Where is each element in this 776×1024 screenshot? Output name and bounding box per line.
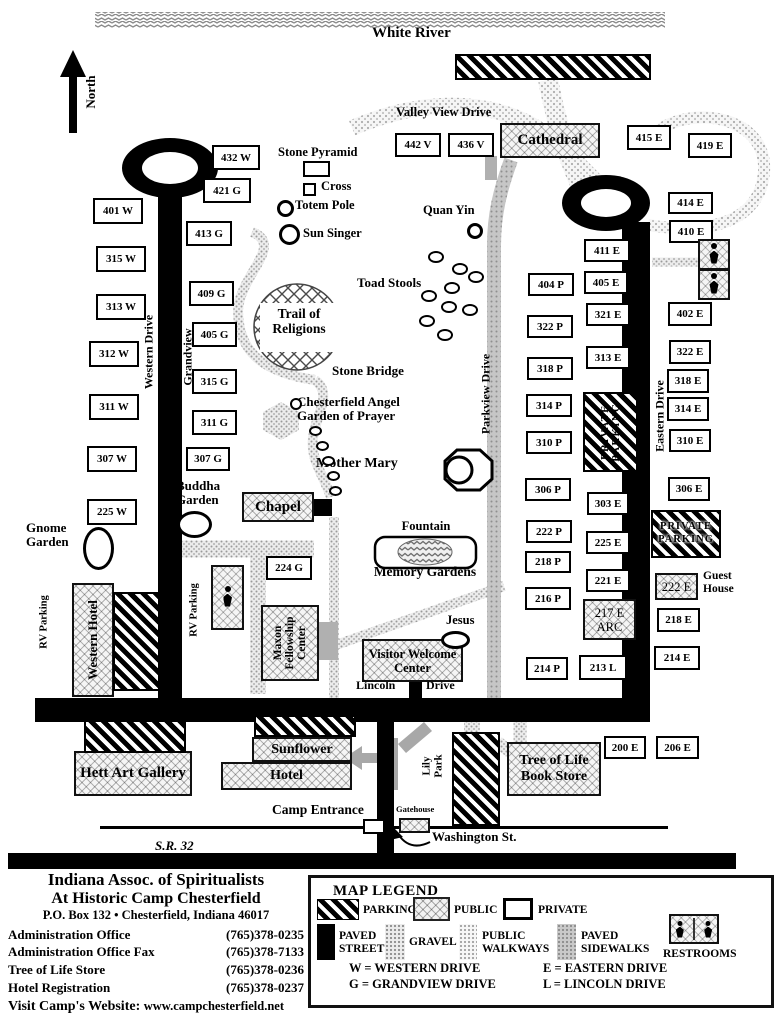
org-subtitle: At Historic Camp Chesterfield (51, 889, 261, 907)
legend-private-label: PRIVATE (538, 904, 588, 916)
contact-row: Administration Office (765)378-0235 (8, 926, 304, 944)
gravel-swatch (385, 924, 405, 960)
org-name: Indiana Assoc. of Spiritualists (47, 870, 265, 889)
legend-title: MAP LEGEND (333, 883, 439, 899)
contact-phone: (765)378-0235 (226, 926, 304, 942)
public-swatch (413, 897, 450, 921)
legend-restrooms-label: RESTROOMS (663, 948, 737, 960)
org-address: P.O. Box 132 • Chesterfield, Indiana 460… (42, 907, 270, 922)
north-arrow-icon (60, 50, 86, 133)
contact-row: Administration Office Fax (765)378-7133 (8, 943, 304, 961)
western-drive-road (158, 188, 182, 710)
contact-label: Tree of Life Store (8, 962, 106, 978)
legend-public-walkways-label: PUBLIC WALKWAYS (482, 930, 550, 955)
private-swatch (503, 898, 533, 920)
legend-paved-streets-label: PAVED STREETS (339, 930, 391, 955)
contact-row: Hotel Registration (765)378-0237 (8, 979, 304, 997)
website-url: www.campchesterfield.net (143, 999, 284, 1014)
garden-of-prayer-hexagon (263, 402, 299, 440)
cathedral-walk-stub (485, 156, 497, 180)
website-label: Visit Camp's Website: (8, 999, 141, 1015)
contact-phone: (765)378-0237 (226, 979, 304, 995)
white-river-band (95, 12, 665, 28)
paved-streets-swatch (317, 924, 335, 960)
maxon-walk-block (318, 622, 338, 660)
paved-streets (8, 188, 736, 869)
restrooms-swatch (669, 914, 719, 944)
entrance-road (377, 714, 394, 862)
legend-western-drive: W = WESTERN DRIVE (349, 961, 481, 975)
trail-of-religions (253, 283, 358, 371)
lincoln-drive-road (35, 698, 650, 722)
contact-label: Hotel Registration (8, 979, 111, 995)
contact-row: Tree of Life Store (765)378-0236 (8, 961, 304, 979)
washington-street-arrow (390, 826, 431, 847)
legend-eastern-drive: E = EASTERN DRIVE (543, 961, 668, 975)
contact-phone: (765)378-7133 (226, 944, 304, 960)
washington-street-line (100, 826, 668, 829)
welcome-center-stub (409, 678, 422, 702)
fountain-shape (373, 535, 478, 570)
parkview-drive-road (487, 157, 518, 702)
chapel-stub (314, 499, 332, 516)
person-icon (675, 921, 684, 938)
legend-gravel-label: GRAVEL (409, 936, 457, 948)
restroom-divider (692, 918, 695, 940)
person-icon (704, 921, 713, 938)
public-walkways-swatch (459, 924, 477, 960)
parking-swatch (317, 899, 359, 920)
contact-block: Indiana Assoc. of Spiritualists At Histo… (8, 870, 304, 1015)
map-legend: MAP LEGEND PARKING PUBLIC PRIVATE PAVED … (308, 875, 774, 1008)
contact-phone: (765)378-0236 (226, 962, 304, 978)
legend-grandview-drive: G = GRANDVIEW DRIVE (349, 977, 496, 991)
contact-label: Administration Office Fax (8, 944, 155, 960)
legend-public-label: PUBLIC (454, 904, 498, 916)
mother-mary-shrine (443, 448, 494, 492)
eastern-drive-road (622, 222, 650, 720)
legend-parking-label: PARKING (363, 904, 417, 916)
contact-label: Administration Office (8, 926, 131, 942)
website-line: Visit Camp's Website: www.campchesterfie… (8, 999, 304, 1015)
legend-lincoln-drive: L = LINCOLN DRIVE (543, 977, 666, 991)
legend-paved-sidewalks-label: PAVED SIDEWALKS (581, 930, 650, 955)
paved-sidewalks-swatch (557, 924, 576, 960)
sr32-road (8, 853, 736, 869)
